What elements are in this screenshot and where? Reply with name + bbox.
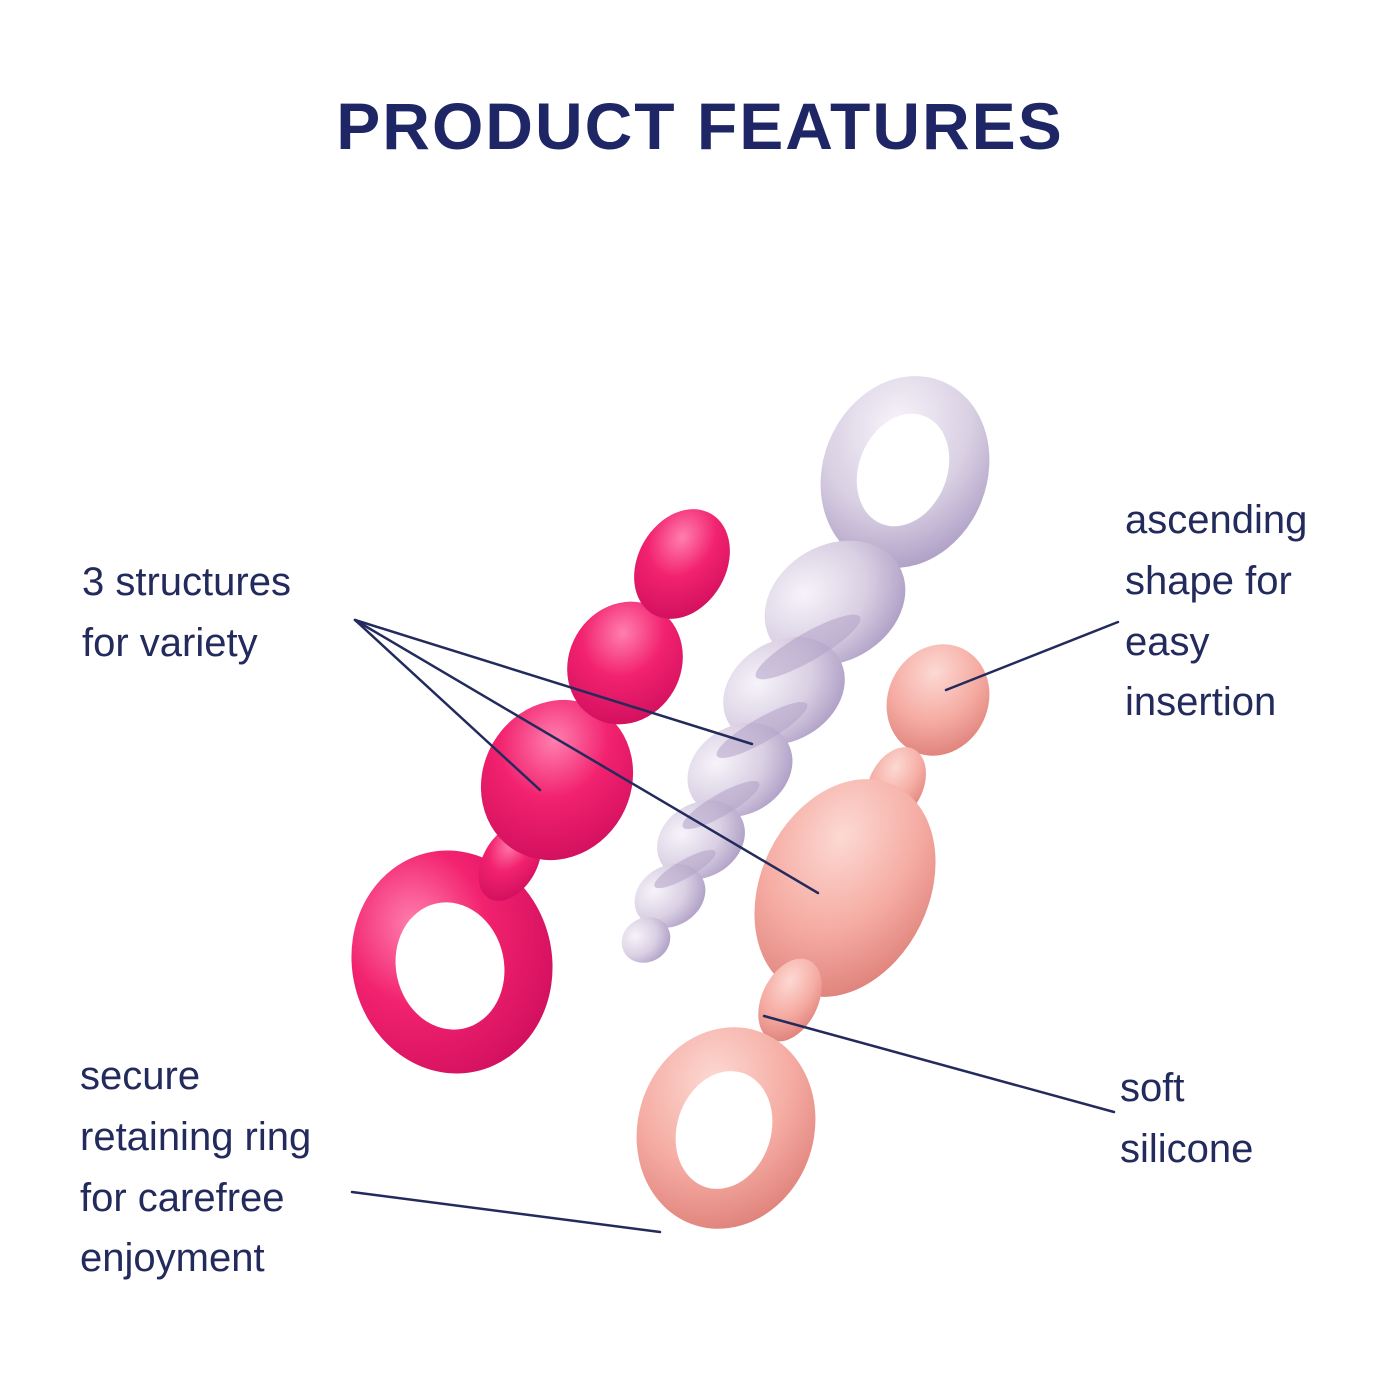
label-retaining-ring: secure retaining ring for carefree enjoy… (80, 1054, 312, 1281)
leader-line-structures-to-lilac (353, 618, 754, 746)
pink-beaded-plug-illustration (351, 509, 730, 1074)
label-structures: 3 structures for variety (82, 560, 291, 665)
salmon-tapered-plug-illustration (636, 644, 990, 1229)
leader-line-structures-to-salmon (353, 618, 820, 895)
leader-line-ascending (944, 620, 1120, 692)
page-title: PRODUCT FEATURES (336, 89, 1064, 163)
leader-line-structures-to-pink (353, 618, 542, 792)
label-soft-silicone: soft silicone (1120, 1066, 1254, 1171)
lilac-spiral-plug-illustration (621, 376, 990, 963)
label-ascending-shape: ascending shape for easy insertion (1125, 498, 1308, 725)
leader-lines (350, 618, 1120, 1234)
leader-line-soft-silicone (762, 1014, 1116, 1114)
leader-line-retaining-ring (350, 1190, 662, 1234)
